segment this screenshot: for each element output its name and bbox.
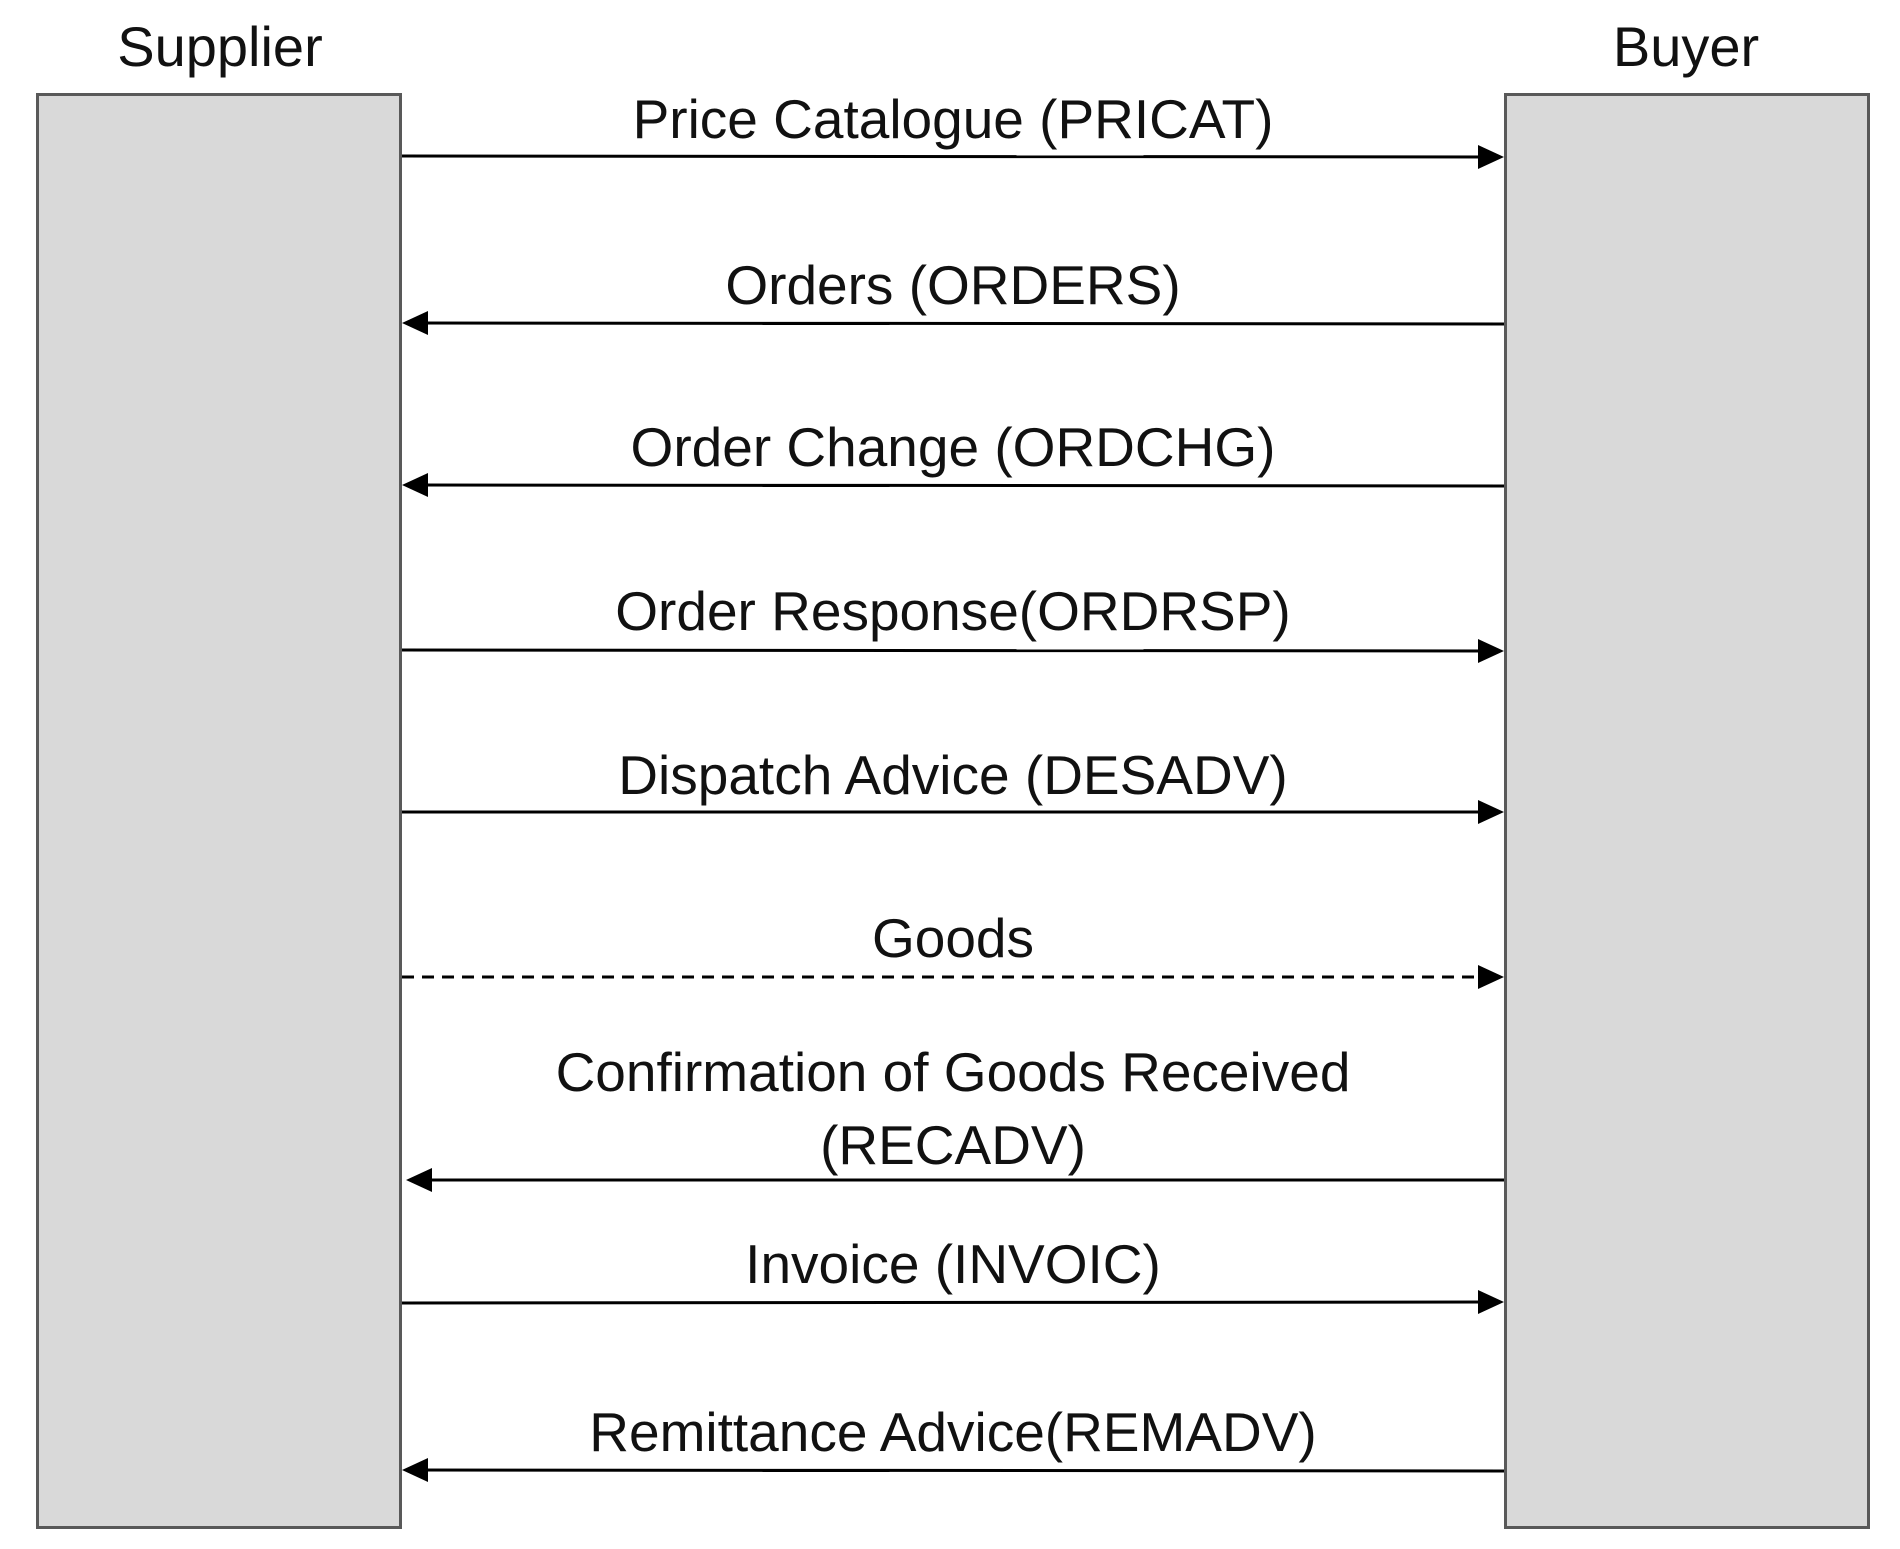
arrow-ordrsp	[401, 648, 1491, 653]
supplier-lifeline	[36, 93, 402, 1529]
message-label-orders: Orders (ORDERS)	[725, 254, 1181, 316]
arrow-orders	[417, 321, 1505, 326]
buyer-title: Buyer	[1612, 15, 1760, 78]
arrow-pricat	[401, 154, 1491, 159]
message-label-remadv: Remittance Advice(REMADV)	[589, 1401, 1317, 1463]
message-label-goods: Goods	[871, 907, 1035, 969]
message-label-pricat: Price Catalogue (PRICAT)	[632, 88, 1274, 150]
message-label-desadv: Dispatch Advice (DESADV)	[618, 744, 1288, 806]
message-label-recadv-line2: (RECADV)	[820, 1114, 1086, 1176]
buyer-lifeline	[1504, 93, 1870, 1529]
message-label-invoic: Invoice (INVOIC)	[745, 1233, 1161, 1295]
message-label-recadv-line1: Confirmation of Goods Received	[555, 1041, 1351, 1103]
message-label-ordrsp: Order Response(ORDRSP)	[615, 580, 1291, 642]
arrow-ordchg	[417, 483, 1505, 488]
message-label-ordchg: Order Change (ORDCHG)	[630, 416, 1276, 478]
supplier-title: Supplier	[117, 15, 323, 78]
arrow-remadv	[417, 1468, 1505, 1473]
arrow-invoic	[401, 1300, 1491, 1305]
